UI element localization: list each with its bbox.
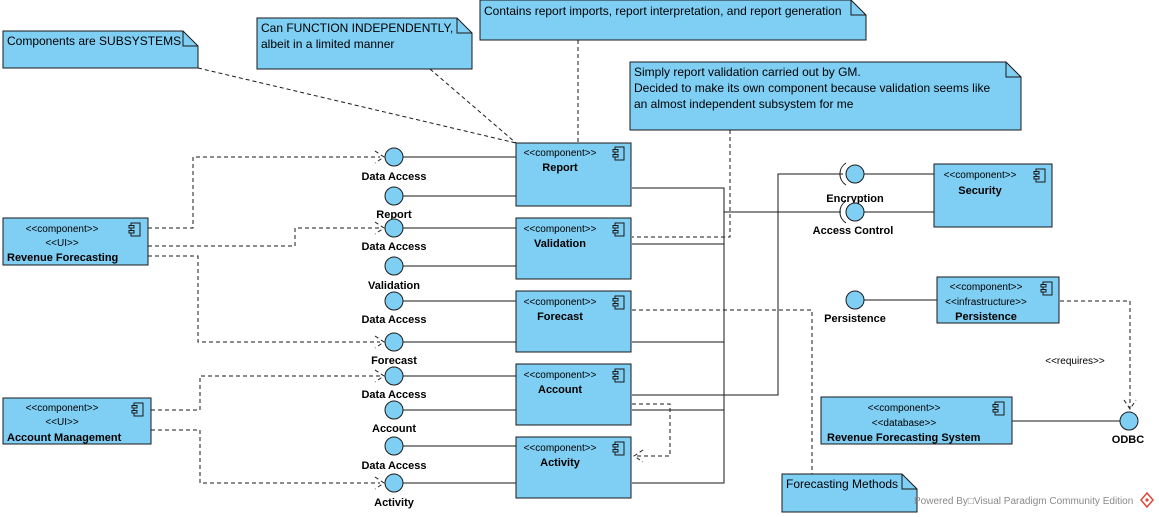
- note-report-text: Contains report imports, report interpre…: [484, 4, 842, 18]
- component-name: Report: [542, 162, 578, 174]
- component-name: Revenue Forecasting: [7, 252, 118, 264]
- component-validation[interactable]: <<component>> Validation: [515, 217, 632, 280]
- interface-label: Forecast: [371, 355, 417, 367]
- stereotype-label: <<component>>: [26, 224, 99, 235]
- interface-label: Account: [372, 423, 416, 435]
- watermark: Powered By□Visual Paradigm Community Edi…: [914, 491, 1154, 509]
- note-subsystems: Components are SUBSYSTEMS: [2, 30, 199, 69]
- component-revenue-forecasting[interactable]: <<component>> <<UI>> Revenue Forecasting: [2, 217, 149, 266]
- component-account[interactable]: <<component>> Account: [515, 363, 632, 426]
- stereotype-ui-label: <<UI>>: [45, 417, 79, 428]
- component-name: Forecast: [537, 311, 583, 323]
- stereotype-label: <<component>>: [524, 443, 597, 454]
- stereotype-label: <<component>>: [944, 170, 1017, 181]
- component-persistence[interactable]: <<component>> <<infrastructure>> Persist…: [936, 276, 1060, 324]
- stereotype-label: <<component>>: [868, 403, 941, 414]
- note-validation-line-3: an almost independent subsystem for me: [634, 97, 854, 111]
- interface-label: Data Access: [361, 241, 426, 253]
- component-name: Activity: [540, 457, 581, 469]
- component-revenue-forecasting-system[interactable]: <<component>> <<database>> Revenue Forec…: [820, 396, 1013, 445]
- interface-label: Data Access: [361, 314, 426, 326]
- interface-activity[interactable]: Activity: [374, 473, 415, 509]
- interface-odbc[interactable]: ODBC: [1112, 411, 1144, 446]
- note-subsystems-text: Components are SUBSYSTEMS: [7, 34, 181, 48]
- watermark-text: Powered By□Visual Paradigm Community Edi…: [914, 496, 1133, 507]
- interface-forecast[interactable]: Forecast: [371, 332, 417, 367]
- component-report[interactable]: <<component>> Report: [515, 142, 632, 207]
- interface-activity-data-access[interactable]: Data Access: [361, 436, 427, 472]
- note-independent: Can FUNCTION INDEPENDENTLY, albeit in a …: [256, 17, 473, 70]
- interface-access-control[interactable]: Access Control: [813, 200, 894, 237]
- interface-forecast-data-access[interactable]: Data Access: [361, 291, 427, 326]
- note-report: Contains report imports, report interpre…: [479, 0, 867, 41]
- connectors: [148, 40, 1137, 490]
- interface-persistence[interactable]: Persistence: [824, 290, 886, 325]
- visual-paradigm-logo-icon: [1140, 491, 1154, 509]
- interface-label: Report: [376, 209, 412, 221]
- interface-label: Data Access: [361, 389, 426, 401]
- stereotype-label: <<component>>: [524, 224, 597, 235]
- note-validation: Simply report validation carried out by …: [629, 61, 1022, 131]
- stereotype-label: <<component>>: [26, 403, 99, 414]
- interface-label: Access Control: [813, 225, 894, 237]
- interface-label: Data Access: [361, 171, 426, 183]
- requires-label: <<requires>>: [1045, 356, 1105, 367]
- note-forecasting-methods: Forecasting Methods: [781, 473, 918, 513]
- stereotype-ui-label: <<UI>>: [45, 238, 79, 249]
- interface-account-data-access[interactable]: Data Access: [361, 366, 427, 401]
- component-name: Persistence: [955, 311, 1017, 323]
- interface-encryption[interactable]: Encryption: [826, 162, 884, 205]
- component-activity[interactable]: <<component>> Activity: [515, 436, 632, 499]
- interface-report[interactable]: Report: [376, 186, 412, 221]
- interface-label: Activity: [374, 497, 415, 509]
- interface-label: Persistence: [824, 313, 886, 325]
- component-forecast[interactable]: <<component>> Forecast: [515, 290, 632, 353]
- interface-account[interactable]: Account: [372, 400, 416, 435]
- note-validation-line-2: Decided to make its own component becaus…: [634, 81, 991, 95]
- interface-validation[interactable]: Validation: [368, 256, 420, 292]
- stereotype-label: <<component>>: [524, 148, 597, 159]
- component-name: Validation: [534, 238, 586, 250]
- component-name: Revenue Forecasting System: [827, 432, 981, 444]
- component-name: Security: [958, 185, 1002, 197]
- interface-label: Validation: [368, 280, 420, 292]
- stereotype-database-label: <<database>>: [872, 418, 937, 429]
- interface-report-data-access[interactable]: Data Access: [361, 147, 427, 183]
- note-forecasting-methods-text: Forecasting Methods: [786, 477, 898, 491]
- stereotype-label: <<component>>: [524, 370, 597, 381]
- interface-label: Data Access: [361, 460, 426, 472]
- component-security[interactable]: <<component>> Security: [933, 163, 1053, 228]
- note-independent-line-2: albeit in a limited manner: [261, 37, 394, 51]
- interface-validation-data-access[interactable]: Data Access: [361, 218, 427, 253]
- interface-label: ODBC: [1112, 434, 1144, 446]
- note-validation-line-1: Simply report validation carried out by …: [634, 65, 861, 79]
- component-name: Account: [538, 384, 582, 396]
- stereotype-infrastructure-label: <<infrastructure>>: [945, 297, 1027, 308]
- interface-label: Encryption: [826, 193, 884, 205]
- component-account-management[interactable]: <<component>> <<UI>> Account Management: [2, 397, 152, 445]
- component-name: Account Management: [7, 432, 122, 444]
- stereotype-label: <<component>>: [524, 297, 597, 308]
- stereotype-label: <<component>>: [950, 282, 1023, 293]
- note-independent-line-1: Can FUNCTION INDEPENDENTLY,: [261, 21, 453, 35]
